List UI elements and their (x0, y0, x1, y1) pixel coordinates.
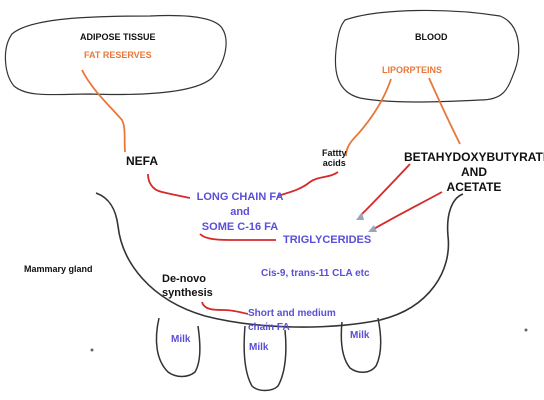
connector-nefa-to-long-chain (148, 174, 190, 198)
denovo-line1: De-novo (162, 272, 213, 286)
bhb-line3: ACETATE (404, 180, 544, 195)
cis9-trans11-cla-label: Cis-9, trans-11 CLA etc (261, 268, 370, 280)
speck-mark (525, 329, 528, 332)
lipoproteins-label: LIPORPTEINS (382, 65, 442, 75)
fatty-acids-line2: acids (322, 158, 347, 168)
nefa-label: NEFA (126, 155, 158, 169)
short-medium-chain-fa-label: Short and medium chain FA (248, 307, 336, 334)
teat-right-outline (341, 318, 381, 372)
connector-denovo-to-short-medium (202, 302, 248, 314)
connector-lipoproteins-to-fatty-acids (346, 79, 391, 156)
triglycerides-label: TRIGLYCERIDES (283, 234, 371, 247)
milk-label-left: Milk (171, 334, 190, 346)
long-chain-line1: LONG CHAIN FA (186, 190, 294, 205)
bhb-line2: AND (404, 165, 544, 180)
teat-middle-outline (244, 326, 286, 391)
fatty-acids-label: Fattty acids (322, 148, 347, 169)
connector-fat-to-nefa (82, 70, 125, 152)
betahydroxybutyrate-acetate-label: BETAHYDOXYBUTYRATE AND ACETATE (404, 150, 544, 195)
milk-label-right: Milk (350, 330, 369, 342)
short-medium-line2: chain FA (248, 321, 336, 335)
long-chain-line2: and (186, 205, 294, 220)
connector-bhb-to-triglycerides-upper (360, 164, 410, 216)
long-chain-fa-label: LONG CHAIN FA and SOME C-16 FA (186, 190, 294, 235)
adipose-tissue-title: ADIPOSE TISSUE (80, 32, 156, 42)
long-chain-line3: SOME C-16 FA (186, 220, 294, 235)
speck-mark (91, 349, 94, 352)
teat-left-outline (156, 318, 199, 377)
blood-outline (335, 10, 518, 102)
connector-lipoproteins-to-bhb (429, 78, 460, 144)
bhb-line1: BETAHYDOXYBUTYRATE (404, 150, 544, 165)
fatty-acids-line1: Fattty (322, 148, 347, 158)
de-novo-synthesis-label: De-novo synthesis (162, 272, 213, 301)
milk-label-middle: Milk (249, 342, 268, 354)
denovo-line2: synthesis (162, 286, 213, 300)
mammary-gland-label: Mammary gland (24, 264, 93, 274)
connector-bhb-to-triglycerides-lower (372, 192, 442, 230)
connector-some-c16-to-triglycerides (200, 234, 276, 240)
blood-title: BLOOD (415, 32, 448, 42)
short-medium-line1: Short and medium (248, 307, 336, 321)
fat-reserves-label: FAT RESERVES (84, 50, 152, 60)
